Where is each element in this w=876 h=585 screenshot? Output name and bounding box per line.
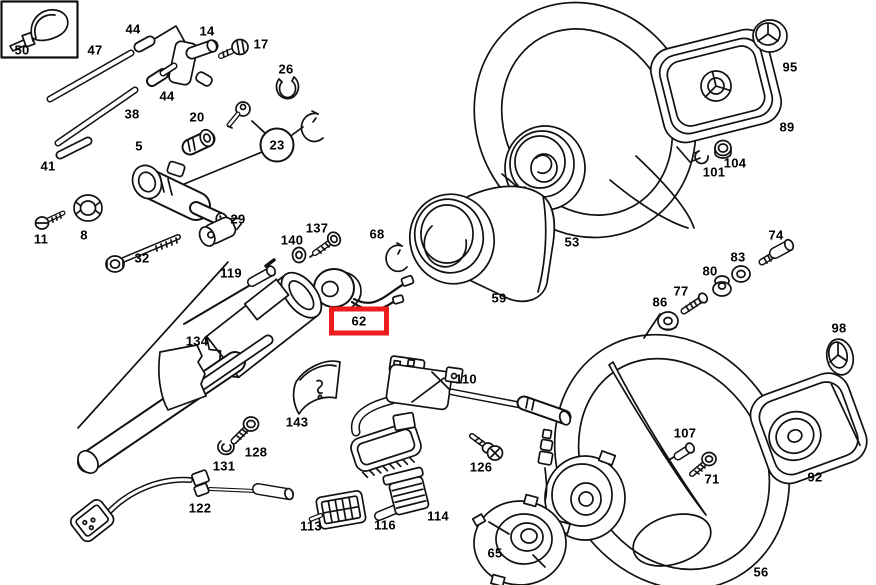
part-label-50: 50 xyxy=(14,42,30,58)
spring-77-drawing xyxy=(680,292,709,315)
bolt-128-drawing xyxy=(230,416,260,445)
part-label-20: 20 xyxy=(189,109,205,125)
part-label-32: 32 xyxy=(134,250,150,266)
grommet-80-drawing xyxy=(712,275,732,297)
part-label-131: 131 xyxy=(212,458,236,474)
part-label-98: 98 xyxy=(831,320,847,336)
part-label-44: 44 xyxy=(159,88,175,104)
part-label-89: 89 xyxy=(779,119,795,135)
part-label-74: 74 xyxy=(768,227,784,243)
bushing-44-top-drawing xyxy=(133,35,156,53)
part-label-14: 14 xyxy=(199,23,215,39)
emblem-98-drawing xyxy=(825,338,855,376)
washer-83-drawing xyxy=(731,265,751,283)
part-label-11: 11 xyxy=(33,231,49,247)
inset-box-frame xyxy=(0,0,79,59)
part-label-59: 59 xyxy=(491,290,507,306)
part-label-83: 83 xyxy=(730,249,746,265)
steering-shaft-drawing xyxy=(77,334,274,474)
part-label-26: 26 xyxy=(278,61,294,77)
part-label-134: 134 xyxy=(185,333,209,349)
washer-86-drawing xyxy=(657,311,679,331)
horn-pad-89-drawing xyxy=(649,28,783,144)
rod-38-drawing xyxy=(54,86,139,147)
screw-11-drawing xyxy=(34,210,66,230)
horn-contact-65-drawing xyxy=(471,428,567,585)
part-label-119: 119 xyxy=(220,265,242,281)
snap-ring-23-drawing xyxy=(300,110,324,143)
steering-wheel-56-drawing xyxy=(544,333,791,585)
part-label-104: 104 xyxy=(723,155,747,171)
screw-107-drawing xyxy=(668,442,696,461)
part-label-113: 113 xyxy=(300,518,322,534)
rod-47-drawing xyxy=(46,49,135,103)
part-label-126: 126 xyxy=(469,459,493,475)
part-label-5: 5 xyxy=(135,138,143,154)
emblem-95-drawing xyxy=(752,19,788,53)
part-label-137: 137 xyxy=(305,220,329,236)
part-label-110: 110 xyxy=(455,371,477,387)
part-label-95: 95 xyxy=(782,59,798,75)
part-label-38: 38 xyxy=(124,106,140,122)
part-label-101: 101 xyxy=(702,164,726,180)
part-label-107: 107 xyxy=(673,425,697,441)
part-label-62-highlighted: 62 xyxy=(329,306,389,336)
bolt-74-drawing xyxy=(758,238,795,266)
bolt-32-drawing xyxy=(105,234,181,273)
part-label-71: 71 xyxy=(704,471,720,487)
clip-101-drawing xyxy=(694,150,709,165)
part-label-92: 92 xyxy=(807,469,823,485)
cap-8-drawing xyxy=(73,194,103,222)
part-label-128: 128 xyxy=(244,444,268,460)
connector-114-drawing xyxy=(382,466,430,516)
screw-71-drawing xyxy=(689,451,717,477)
part-label-143: 143 xyxy=(285,414,309,430)
snap-ring-68-drawing xyxy=(385,242,408,273)
airbag-unit-92-drawing xyxy=(749,372,868,485)
screw-137-drawing xyxy=(309,231,342,258)
cable-tie-50-drawing xyxy=(0,0,79,59)
rod-41-drawing xyxy=(55,136,93,160)
release-lever-122-drawing xyxy=(69,469,294,543)
part-label-114: 114 xyxy=(427,508,449,524)
part-label-44: 44 xyxy=(125,21,141,37)
part-label-47: 47 xyxy=(87,42,103,58)
part-label-86: 86 xyxy=(652,294,668,310)
part-label-29: 29 xyxy=(230,211,246,227)
part-label-41: 41 xyxy=(40,158,56,174)
part-label-140: 140 xyxy=(280,232,304,248)
key-23-drawing xyxy=(226,101,251,129)
washer-140-drawing xyxy=(291,246,307,264)
part-label-56: 56 xyxy=(753,564,769,580)
washer-131-drawing xyxy=(217,440,235,456)
part-label-77: 77 xyxy=(673,283,689,299)
switch-29-drawing xyxy=(198,216,242,247)
part-label-23: 23 xyxy=(259,127,295,163)
connector-113-drawing xyxy=(308,490,367,530)
screw-17-drawing xyxy=(218,38,249,59)
part-label-17: 17 xyxy=(253,36,269,52)
cylinder-20-drawing xyxy=(181,128,216,156)
part-label-65: 65 xyxy=(487,545,503,561)
part-label-8: 8 xyxy=(80,227,88,243)
spring-ring-26-drawing xyxy=(275,76,300,100)
part-label-116: 116 xyxy=(374,517,396,533)
nut-104-drawing xyxy=(714,139,732,159)
bearing-pin-119-drawing xyxy=(183,258,277,325)
cover-143-drawing xyxy=(292,360,341,415)
part-label-68: 68 xyxy=(369,226,385,242)
combination-switch-110-drawing xyxy=(350,355,572,479)
column-housing-59-drawing xyxy=(408,185,556,303)
screw-126-drawing xyxy=(469,433,504,461)
part-label-80: 80 xyxy=(702,263,718,279)
part-label-53: 53 xyxy=(564,234,580,250)
clamp-14-drawing xyxy=(159,39,219,87)
part-label-122: 122 xyxy=(188,500,212,516)
contact-ring-62-drawing xyxy=(313,268,415,311)
ignition-lock-5-drawing xyxy=(131,160,229,228)
